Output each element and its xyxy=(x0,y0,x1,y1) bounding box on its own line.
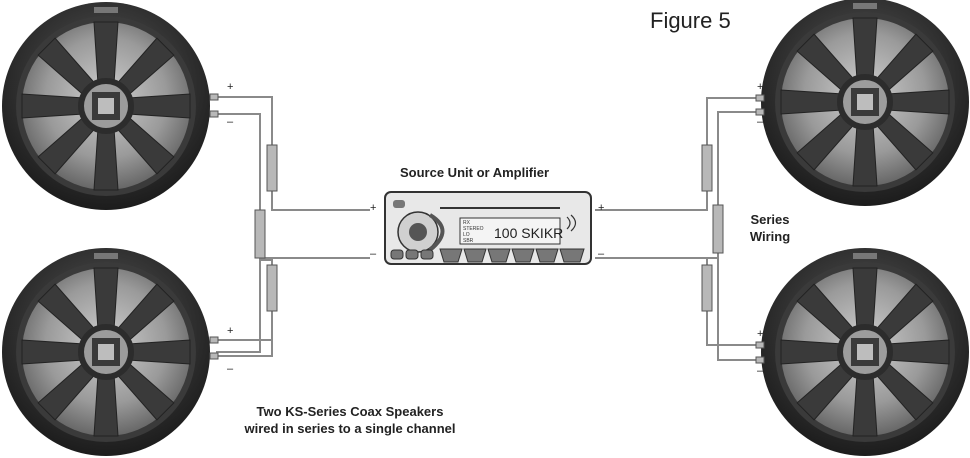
left-bottom-terminal-plus xyxy=(209,336,219,344)
series-label-line1: Series xyxy=(750,212,790,227)
polarity-plus-left-in: + xyxy=(370,202,376,214)
right-mid-connector xyxy=(712,204,724,254)
left-top-connector xyxy=(266,144,278,192)
polarity-minus-left-in: – xyxy=(370,248,377,260)
right-wiring xyxy=(595,97,758,361)
polarity-minus-br: – xyxy=(757,365,764,377)
control-button-2 xyxy=(463,248,487,263)
head-unit-display xyxy=(459,217,561,245)
preset-button-1 xyxy=(390,249,404,260)
left-top-terminal-plus xyxy=(209,93,219,101)
figure-title: Figure 5 xyxy=(650,8,731,33)
right-bottom-terminal-plus xyxy=(755,341,765,349)
right-top-terminal-minus xyxy=(755,108,765,116)
speaker-bottom-right xyxy=(760,247,970,457)
polarity-minus-right-out: – xyxy=(598,248,605,260)
polarity-plus-right-out: + xyxy=(598,202,604,214)
polarity-plus-tr: + xyxy=(757,81,763,93)
caption-line1: Two KS-Series Coax Speakers xyxy=(256,404,444,419)
indicator-sbr: SBR xyxy=(463,238,474,244)
display-text: 100 SKIKR xyxy=(494,225,563,241)
right-top-connector xyxy=(701,144,713,192)
series-label-line2: Wiring xyxy=(749,229,791,244)
right-bottom-connector xyxy=(701,264,713,312)
polarity-plus-bl: + xyxy=(227,325,233,337)
control-button-4 xyxy=(511,248,535,263)
indicator-rx: RX xyxy=(463,220,471,226)
head-unit: RX STEREO LO SBR 100 SKIKR xyxy=(384,191,592,265)
signal-icon xyxy=(566,214,577,232)
indicator-stereo: STEREO xyxy=(463,226,484,232)
indicator-lo: LO xyxy=(463,232,470,238)
head-unit-eject-button xyxy=(393,200,405,208)
caption-line2: wired in series to a single channel xyxy=(244,421,456,436)
polarity-plus-br: + xyxy=(757,328,763,340)
source-unit-label: Source Unit or Amplifier xyxy=(400,165,550,180)
preset-button-3 xyxy=(420,249,434,260)
speaker-top-right xyxy=(760,0,970,207)
right-top-terminal-plus xyxy=(755,94,765,102)
left-mid-connector xyxy=(254,209,266,259)
left-top-terminal-minus xyxy=(209,110,219,118)
left-bottom-connector xyxy=(266,264,278,312)
polarity-minus-tl: – xyxy=(227,116,234,128)
left-wiring xyxy=(216,96,370,357)
speaker-top-left xyxy=(1,1,211,211)
control-button-1 xyxy=(439,248,463,263)
control-button-3 xyxy=(487,248,511,263)
control-button-6 xyxy=(559,248,585,263)
series-wiring-label: Series Wiring xyxy=(740,211,800,245)
figure-caption: Two KS-Series Coax Speakers wired in ser… xyxy=(200,403,500,437)
right-bottom-terminal-minus xyxy=(755,356,765,364)
preset-button-2 xyxy=(405,249,419,260)
polarity-minus-bl: – xyxy=(227,363,234,375)
left-bottom-terminal-minus xyxy=(209,352,219,360)
polarity-plus-tl: + xyxy=(227,81,233,93)
speaker-bottom-left xyxy=(1,247,211,457)
control-button-5 xyxy=(535,248,559,263)
polarity-minus-tr: – xyxy=(757,116,764,128)
